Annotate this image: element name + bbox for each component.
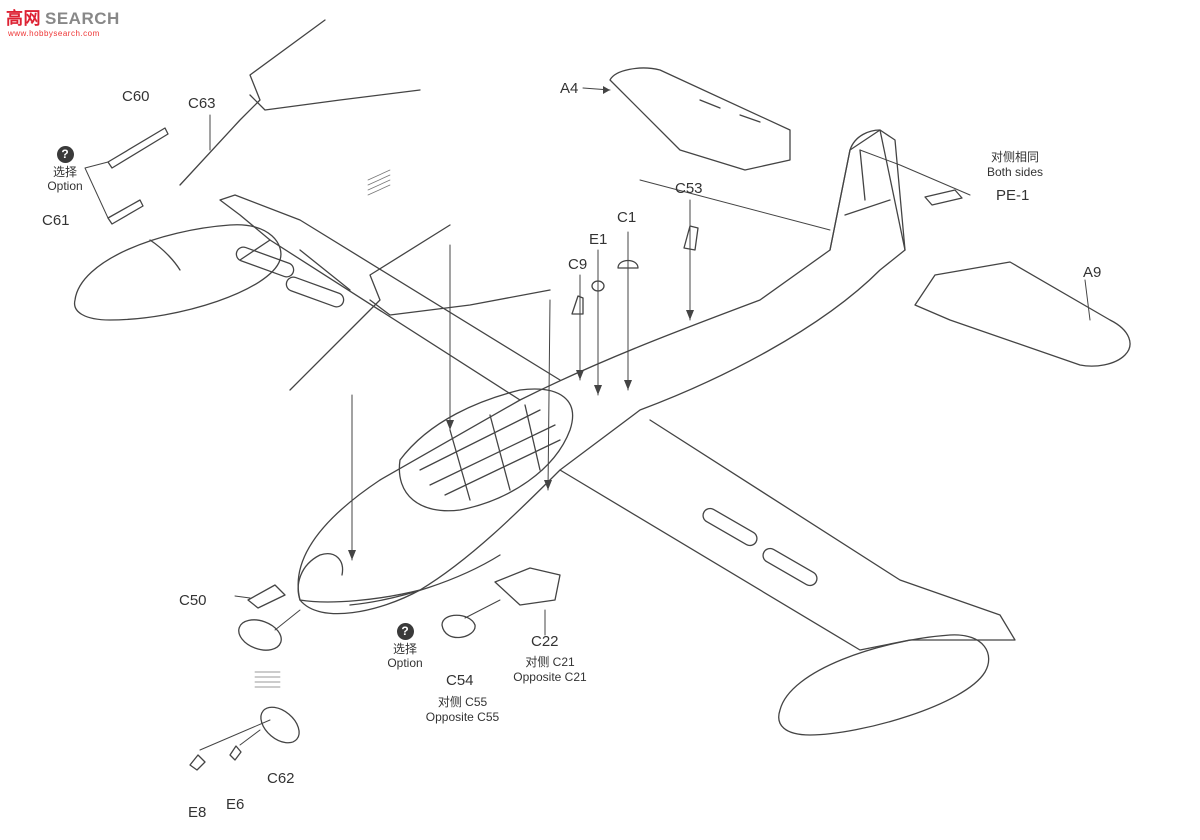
note-opposite-c21: 对侧 C21 Opposite C21 bbox=[513, 655, 587, 684]
label-e1: E1 bbox=[589, 231, 608, 248]
cockpit bbox=[398, 388, 574, 512]
label-c1: C1 bbox=[617, 209, 637, 226]
label-c54: C54 bbox=[446, 672, 474, 689]
label-pe1: PE-1 bbox=[996, 187, 1030, 204]
part-nose-disc bbox=[238, 619, 282, 651]
right-wing bbox=[559, 419, 1016, 651]
option-marker-top: ? 选择 Option bbox=[47, 146, 83, 193]
part-c22 bbox=[494, 567, 561, 606]
part-c53 bbox=[683, 225, 699, 251]
part-c50 bbox=[247, 584, 286, 609]
part-c54 bbox=[441, 614, 476, 639]
part-c62 bbox=[260, 706, 300, 744]
part-c60 bbox=[107, 127, 169, 169]
nose-cone bbox=[297, 553, 344, 601]
part-c1 bbox=[617, 259, 639, 269]
left-tip-tank bbox=[73, 224, 282, 321]
label-c22: C22 bbox=[531, 633, 559, 650]
label-c63: C63 bbox=[188, 95, 216, 112]
label-c61: C61 bbox=[42, 212, 70, 229]
note-both-sides: 对侧相同 Both sides bbox=[986, 150, 1044, 179]
note-opposite-c55: 对侧 C55 Opposite C55 bbox=[425, 695, 500, 724]
label-c62: C62 bbox=[267, 770, 295, 787]
part-e8 bbox=[189, 754, 206, 771]
label-c50: C50 bbox=[179, 592, 207, 609]
part-c61 bbox=[107, 199, 144, 225]
antenna-c63 bbox=[179, 19, 421, 186]
fuselage bbox=[297, 129, 906, 615]
part-pe1 bbox=[924, 189, 963, 206]
right-tip-tank bbox=[778, 634, 990, 736]
label-c53: C53 bbox=[675, 180, 703, 197]
label-c60: C60 bbox=[122, 88, 150, 105]
label-e6: E6 bbox=[226, 796, 245, 813]
label-e8: E8 bbox=[188, 804, 207, 821]
question-icon: ? bbox=[56, 146, 74, 163]
stabilizer-a9 bbox=[914, 261, 1131, 367]
part-e6 bbox=[229, 745, 242, 761]
question-icon: ? bbox=[396, 623, 414, 640]
stabilizer-a4 bbox=[609, 67, 791, 171]
part-c9 bbox=[571, 295, 584, 315]
label-a9: A9 bbox=[1083, 264, 1102, 281]
label-c9: C9 bbox=[568, 256, 588, 273]
antenna-c63-2 bbox=[289, 224, 551, 391]
vertical-tail bbox=[829, 129, 906, 251]
option-marker-bottom: ? 选择 Option bbox=[387, 623, 423, 670]
label-a4: A4 bbox=[560, 80, 579, 97]
